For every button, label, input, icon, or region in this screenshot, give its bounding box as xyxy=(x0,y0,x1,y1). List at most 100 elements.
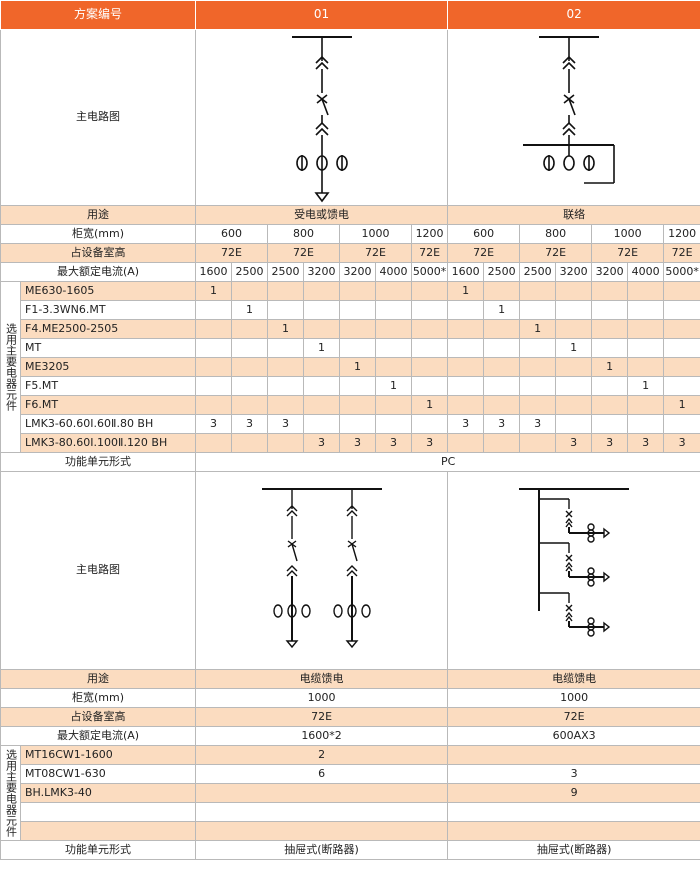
component-qty xyxy=(411,357,449,377)
height-cell: 72E xyxy=(339,243,413,263)
top-usage-row: 用途 受电或馈电 联络 xyxy=(0,205,700,225)
component-qty xyxy=(303,281,341,301)
component-qty xyxy=(195,395,233,415)
component-qty xyxy=(303,319,341,339)
component-name: ME630-1605 xyxy=(19,281,197,301)
header-scheme-label: 方案编号 xyxy=(0,0,197,30)
current-cell: 3200 xyxy=(555,262,593,282)
bottom-function-label: 功能单元形式 xyxy=(0,840,197,860)
component-qty xyxy=(447,376,485,396)
component-qty xyxy=(375,281,413,301)
width-cell: 1200 xyxy=(663,224,700,244)
component-qty xyxy=(375,357,413,377)
component-qty xyxy=(303,300,341,320)
width-cell: 1000 xyxy=(447,688,700,708)
component-qty xyxy=(591,414,629,434)
bottom-function-value: 抽屉式(断路器) xyxy=(195,840,449,860)
component-qty: 1 xyxy=(663,395,700,415)
component-qty xyxy=(447,300,485,320)
component-qty xyxy=(195,783,449,803)
width-cell: 1000 xyxy=(195,688,449,708)
component-name: MT16CW1-1600 xyxy=(19,745,197,765)
height-cell: 72E xyxy=(519,243,593,263)
component-qty: 3 xyxy=(303,433,341,453)
component-qty xyxy=(339,376,377,396)
height-cell: 72E xyxy=(411,243,449,263)
component-qty xyxy=(663,281,700,301)
component-qty xyxy=(555,319,593,339)
component-qty: 9 xyxy=(447,783,700,803)
bottom-function-value: 抽屉式(断路器) xyxy=(447,840,700,860)
bottom-height-label: 占设备室高 xyxy=(0,707,197,727)
component-qty xyxy=(195,319,233,339)
current-cell: 2500 xyxy=(267,262,305,282)
component-qty: 3 xyxy=(195,414,233,434)
component-qty xyxy=(627,395,665,415)
component-qty xyxy=(195,802,449,822)
bottom-function-row: 功能单元形式 抽屉式(断路器) 抽屉式(断路器) xyxy=(0,840,700,860)
top-height-label: 占设备室高 xyxy=(0,243,197,263)
width-cell: 1000 xyxy=(591,224,665,244)
component-qty xyxy=(627,414,665,434)
component-qty xyxy=(663,414,700,434)
bottom-width-row: 柜宽(mm) 1000 1000 xyxy=(0,688,700,708)
component-qty: 3 xyxy=(483,414,521,434)
component-qty: 3 xyxy=(591,433,629,453)
component-qty xyxy=(447,319,485,339)
component-qty xyxy=(195,338,233,358)
diagram-04 xyxy=(447,471,700,670)
component-qty xyxy=(375,395,413,415)
width-cell: 800 xyxy=(519,224,593,244)
component-qty: 2 xyxy=(195,745,449,765)
diagram-03 xyxy=(195,471,449,670)
component-qty xyxy=(267,357,305,377)
component-qty xyxy=(483,319,521,339)
width-cell: 600 xyxy=(447,224,521,244)
component-row: F6.MT 1 1 xyxy=(1,395,700,415)
component-qty xyxy=(231,395,269,415)
component-qty: 1 xyxy=(375,376,413,396)
component-qty: 1 xyxy=(267,319,305,339)
component-name: F4.ME2500-2505 xyxy=(19,319,197,339)
component-name: ME3205 xyxy=(19,357,197,377)
component-qty xyxy=(555,376,593,396)
component-qty xyxy=(339,300,377,320)
component-qty xyxy=(303,376,341,396)
component-qty: 3 xyxy=(231,414,269,434)
component-qty xyxy=(447,802,700,822)
component-qty xyxy=(447,821,700,841)
bottom-usage-04: 电缆馈电 xyxy=(447,669,700,689)
width-cell: 600 xyxy=(195,224,269,244)
component-qty: 1 xyxy=(447,281,485,301)
component-name: LMK3-80.60Ⅰ.100Ⅱ.120 BH xyxy=(19,433,197,453)
component-qty xyxy=(663,300,700,320)
diagram-01 xyxy=(195,29,449,206)
component-qty xyxy=(195,300,233,320)
bottom-current-row: 最大额定电流(A) 1600*2 600AX3 xyxy=(0,726,700,746)
header-row: 方案编号 01 02 xyxy=(0,0,700,30)
component-qty xyxy=(375,300,413,320)
component-qty: 1 xyxy=(555,338,593,358)
component-qty xyxy=(447,433,485,453)
component-qty xyxy=(483,376,521,396)
component-qty: 3 xyxy=(663,433,700,453)
bottom-current-label: 最大额定电流(A) xyxy=(0,726,197,746)
width-cell: 1000 xyxy=(339,224,413,244)
component-qty xyxy=(375,338,413,358)
component-qty xyxy=(231,433,269,453)
header-scheme-02: 02 xyxy=(447,0,700,30)
component-qty xyxy=(627,319,665,339)
component-qty xyxy=(663,338,700,358)
component-qty: 1 xyxy=(411,395,449,415)
component-qty xyxy=(339,281,377,301)
component-qty xyxy=(231,338,269,358)
current-cell: 2500 xyxy=(519,262,557,282)
height-cell: 72E xyxy=(447,243,521,263)
component-qty xyxy=(267,395,305,415)
component-name: F6.MT xyxy=(19,395,197,415)
